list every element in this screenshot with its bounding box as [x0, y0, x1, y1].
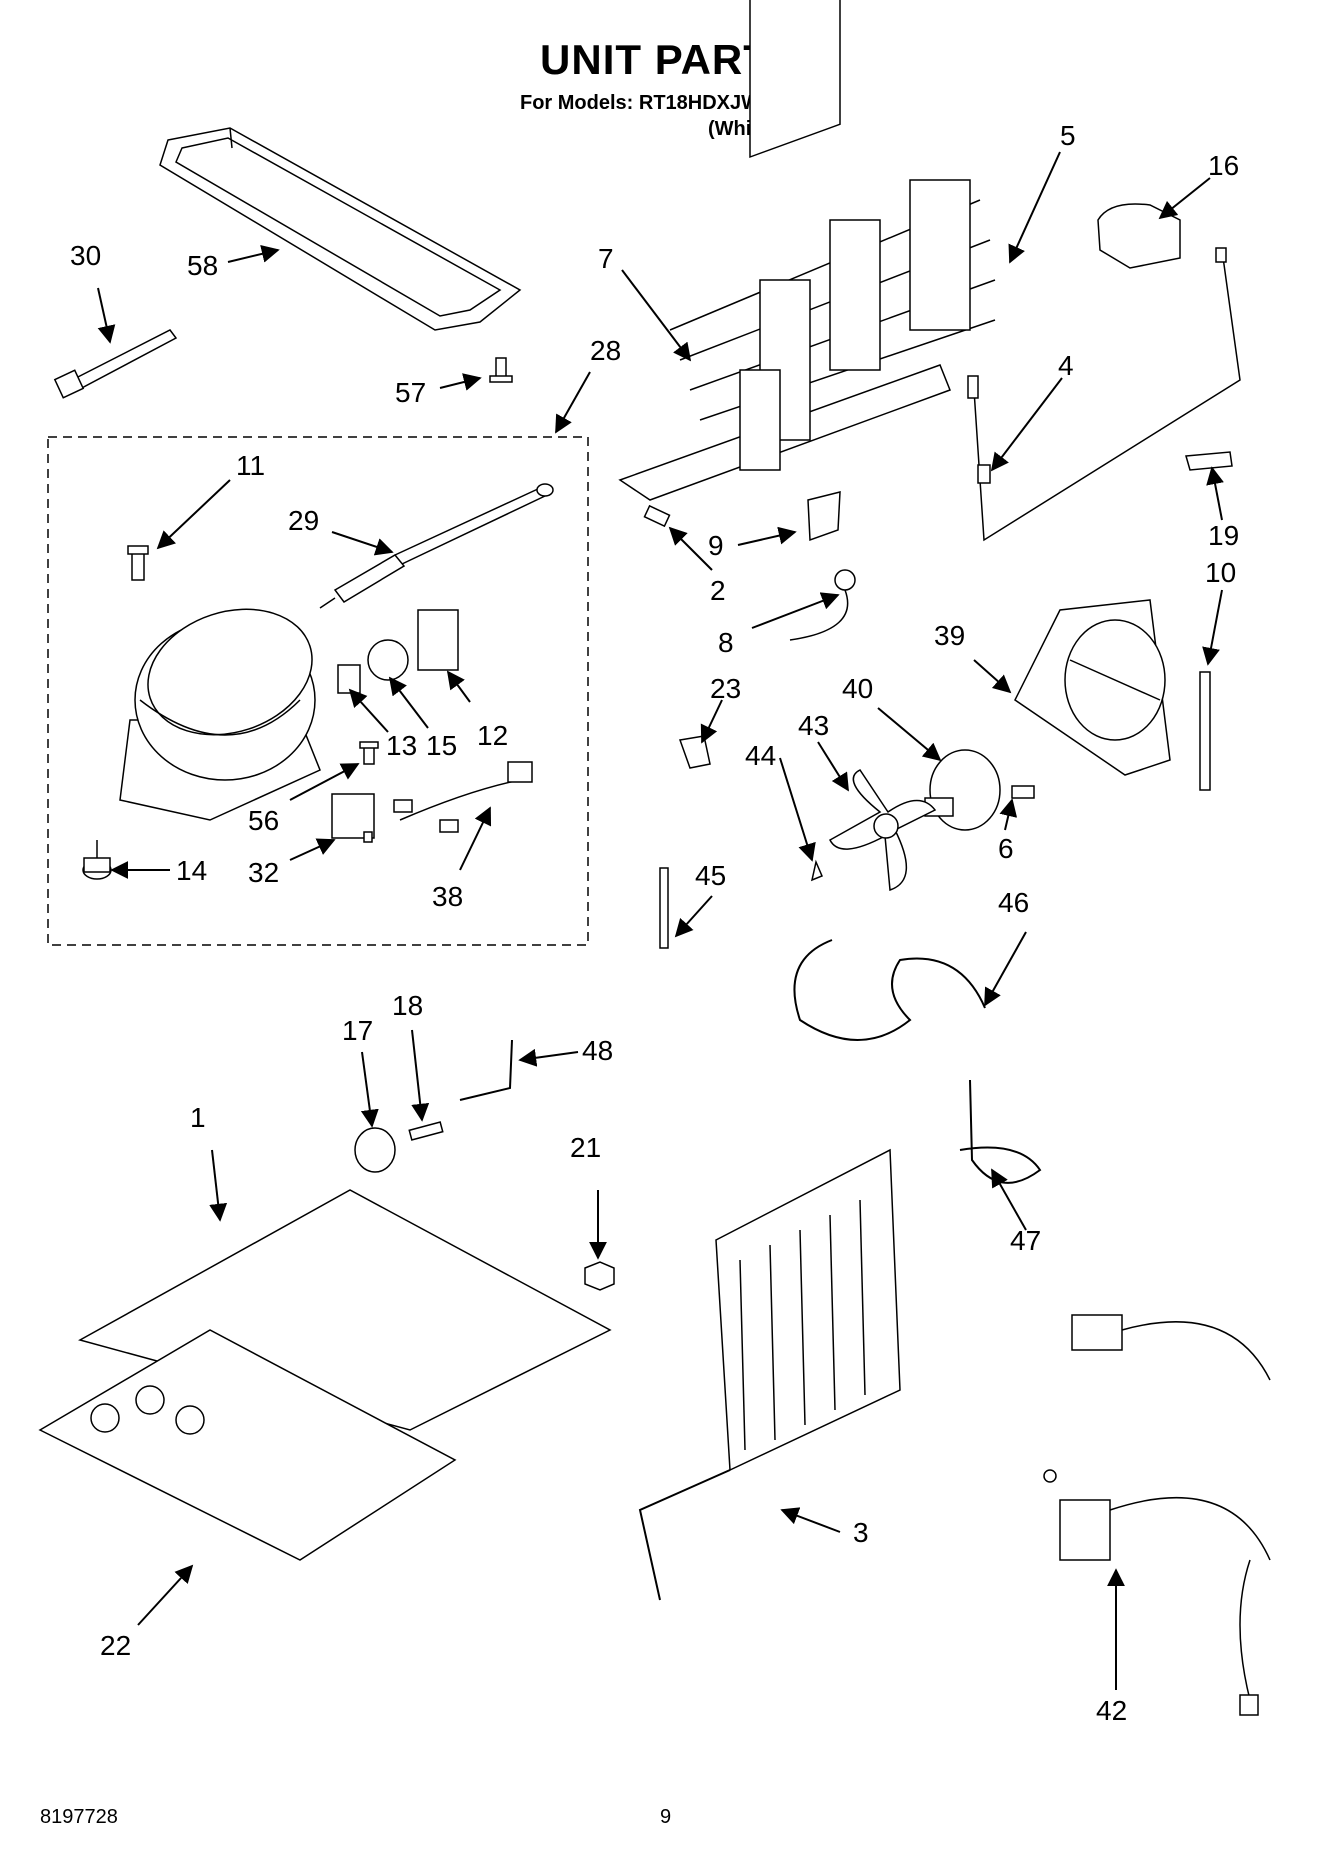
callout-labels: 30 58 57 28 7 5 16 4 19 11 29 13 15 12 5…	[70, 120, 1239, 1726]
capacitor-part	[331, 793, 375, 843]
callout-15: 15	[426, 730, 457, 761]
callout-40: 40	[842, 673, 873, 704]
nut-part	[584, 1261, 615, 1291]
clip-part-19	[1185, 451, 1233, 471]
callout-57: 57	[395, 377, 426, 408]
models-subtitle: For Models: RT18HDXJW01	[520, 92, 783, 114]
callout-48: 48	[582, 1035, 613, 1066]
callout-19: 19	[1208, 520, 1239, 551]
screw-and-bracket	[643, 491, 841, 542]
callout-13: 13	[386, 730, 417, 761]
cable-tie-part	[53, 329, 178, 399]
callout-18: 18	[392, 990, 423, 1021]
fan-motor-part	[924, 749, 1035, 831]
document-number: 8197728	[40, 1806, 118, 1828]
roller-parts	[354, 1039, 513, 1173]
callout-43: 43	[798, 710, 829, 741]
callout-42: 42	[1096, 1695, 1127, 1726]
callout-22: 22	[100, 1630, 131, 1661]
callout-1: 1	[190, 1102, 206, 1133]
callout-17: 17	[342, 1015, 373, 1046]
callout-28: 28	[590, 335, 621, 366]
callout-11: 11	[236, 450, 265, 481]
clip-part-44	[810, 859, 823, 882]
heater-wire-part	[789, 569, 856, 641]
callout-21: 21	[570, 1132, 601, 1163]
fan-shroud-part	[1014, 599, 1171, 776]
screw-part-11	[127, 545, 149, 581]
cap-part	[1097, 203, 1181, 269]
callout-45: 45	[695, 860, 726, 891]
callout-3: 3	[853, 1517, 869, 1548]
callout-6: 6	[998, 833, 1014, 864]
callout-2: 2	[710, 575, 726, 606]
callout-56: 56	[248, 805, 279, 836]
strip-part-10	[1199, 671, 1211, 791]
callout-30: 30	[70, 240, 101, 271]
callout-23: 23	[710, 673, 741, 704]
screw-part-57	[489, 357, 513, 383]
callout-14: 14	[176, 855, 207, 886]
callout-16: 16	[1208, 150, 1239, 181]
wire-harness-38	[393, 761, 533, 833]
page-number: 9	[660, 1806, 672, 1828]
drier-part	[319, 483, 554, 609]
wire-harness-42	[1043, 1314, 1271, 1716]
callout-9: 9	[708, 530, 724, 561]
relay-parts	[337, 609, 459, 694]
sensor-part	[967, 247, 1241, 542]
leader-lines	[97, 151, 1224, 1690]
tube-part-46	[793, 939, 986, 1041]
callout-10: 10	[1205, 557, 1236, 588]
callout-7: 7	[598, 243, 614, 274]
grommet-part	[82, 840, 112, 880]
callout-5: 5	[1060, 120, 1076, 151]
callout-8: 8	[718, 627, 734, 658]
evaporator-part	[618, 0, 996, 501]
screw-part-56	[359, 741, 379, 765]
callout-38: 38	[432, 881, 463, 912]
fan-blade-part	[829, 769, 937, 892]
compressor-kit-box	[47, 436, 589, 946]
callout-39: 39	[934, 620, 965, 651]
callout-12: 12	[477, 720, 508, 751]
tray-part	[159, 127, 522, 331]
callout-44: 44	[745, 740, 776, 771]
condenser-part	[638, 1148, 901, 1601]
clip-part-23	[678, 735, 711, 769]
callout-58: 58	[187, 250, 218, 281]
tube-part-47	[959, 1079, 1042, 1184]
callout-29: 29	[288, 505, 319, 536]
callout-32: 32	[248, 857, 279, 888]
compressor-part	[119, 608, 321, 821]
pin-part-45	[659, 867, 669, 949]
callout-4: 4	[1058, 350, 1074, 381]
callout-46: 46	[998, 887, 1029, 918]
callout-47: 47	[1010, 1225, 1041, 1256]
base-plate-part	[38, 1189, 612, 1561]
